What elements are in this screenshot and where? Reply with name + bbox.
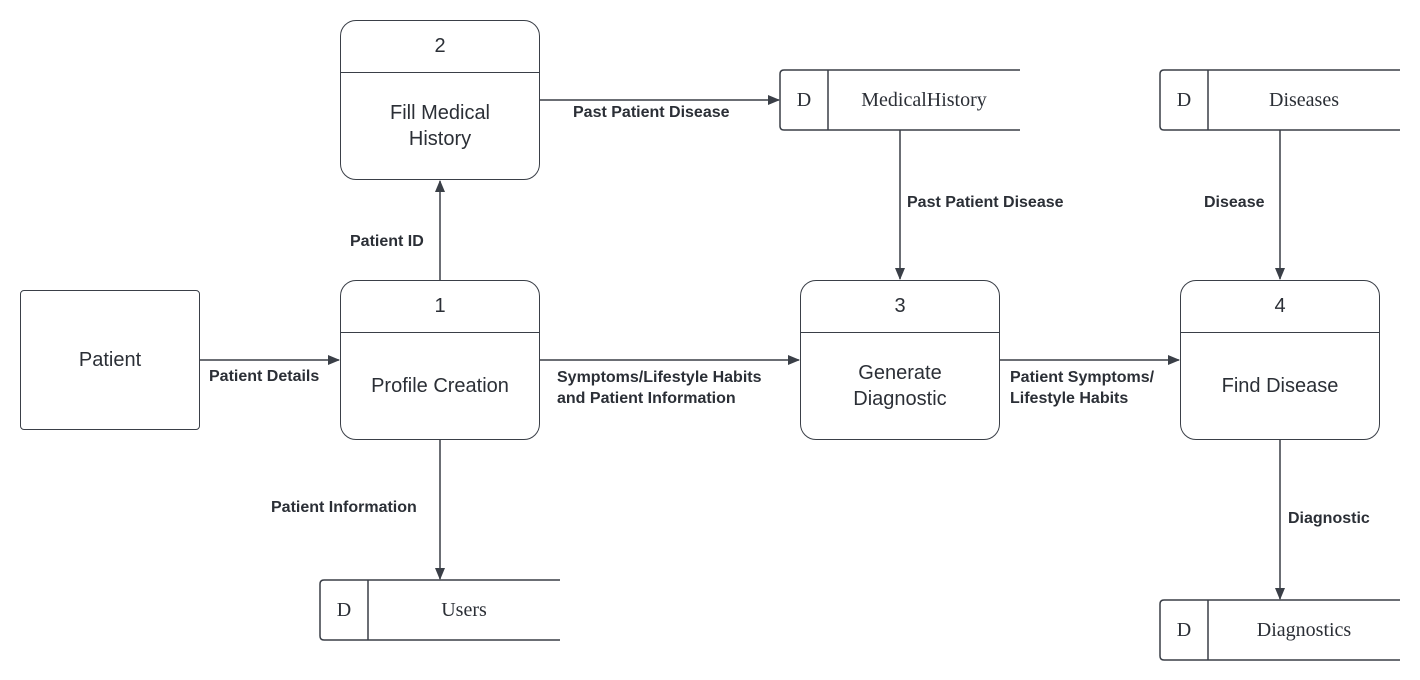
flow-label-diagnostic: Diagnostic <box>1288 510 1370 527</box>
external-entity-label: Patient <box>78 348 142 371</box>
data-store-name: Users <box>441 598 487 621</box>
flow-label-patient-id: Patient ID <box>350 233 424 250</box>
flow-label-past-patient-disease-from-store: Past Patient Disease <box>907 194 1064 211</box>
store-outline-medicalhistory <box>779 69 1020 131</box>
store-outline-diseases <box>1159 69 1400 131</box>
data-store-name: MedicalHistory <box>861 88 987 111</box>
process-number: 3 <box>801 281 999 333</box>
flow-label-patient-details: Patient Details <box>209 368 320 385</box>
store-outline-users <box>319 579 560 641</box>
data-store-id: D <box>1176 618 1192 641</box>
process-name: Generate Diagnostic <box>853 362 947 410</box>
data-store-name: Diagnostics <box>1256 618 1352 641</box>
process-number: 2 <box>341 21 539 73</box>
data-store-name: Diseases <box>1269 88 1339 111</box>
external-entity-patient[interactable]: Patient <box>20 290 200 430</box>
process-name: Find Disease <box>1221 375 1339 397</box>
data-store-diseases[interactable]: D Diseases <box>1160 70 1400 130</box>
process-profile-creation[interactable]: 1 Profile Creation <box>340 280 540 440</box>
data-store-users[interactable]: D Users <box>320 580 560 640</box>
flow-label-symptoms-line-1: Symptoms/Lifestyle Habits <box>557 369 762 386</box>
data-store-id: D <box>796 88 812 111</box>
process-number: 1 <box>341 281 539 333</box>
flow-label-past-patient-disease-to-store: Past Patient Disease <box>573 104 730 121</box>
data-store-diagnostics[interactable]: D Diagnostics <box>1160 600 1400 660</box>
process-name: Fill Medical History <box>389 102 491 150</box>
process-generate-diagnostic[interactable]: 3 Generate Diagnostic <box>800 280 1000 440</box>
flow-label-disease: Disease <box>1204 194 1265 211</box>
process-fill-medical-history[interactable]: 2 Fill Medical History <box>340 20 540 180</box>
process-find-disease[interactable]: 4 Find Disease <box>1180 280 1380 440</box>
process-number: 4 <box>1181 281 1379 333</box>
process-name: Profile Creation <box>371 375 509 397</box>
flow-label-symptoms-line-2: and Patient Information <box>557 390 736 407</box>
flow-label-patient-symptoms-line-1: Patient Symptoms/ <box>1010 369 1155 386</box>
store-outline-diagnostics <box>1159 599 1400 661</box>
data-store-id: D <box>336 598 352 621</box>
data-store-id: D <box>1176 88 1192 111</box>
data-store-medicalhistory[interactable]: D MedicalHistory <box>780 70 1020 130</box>
flow-label-patient-information: Patient Information <box>271 499 417 516</box>
flow-label-patient-symptoms-line-2: Lifestyle Habits <box>1010 390 1129 407</box>
